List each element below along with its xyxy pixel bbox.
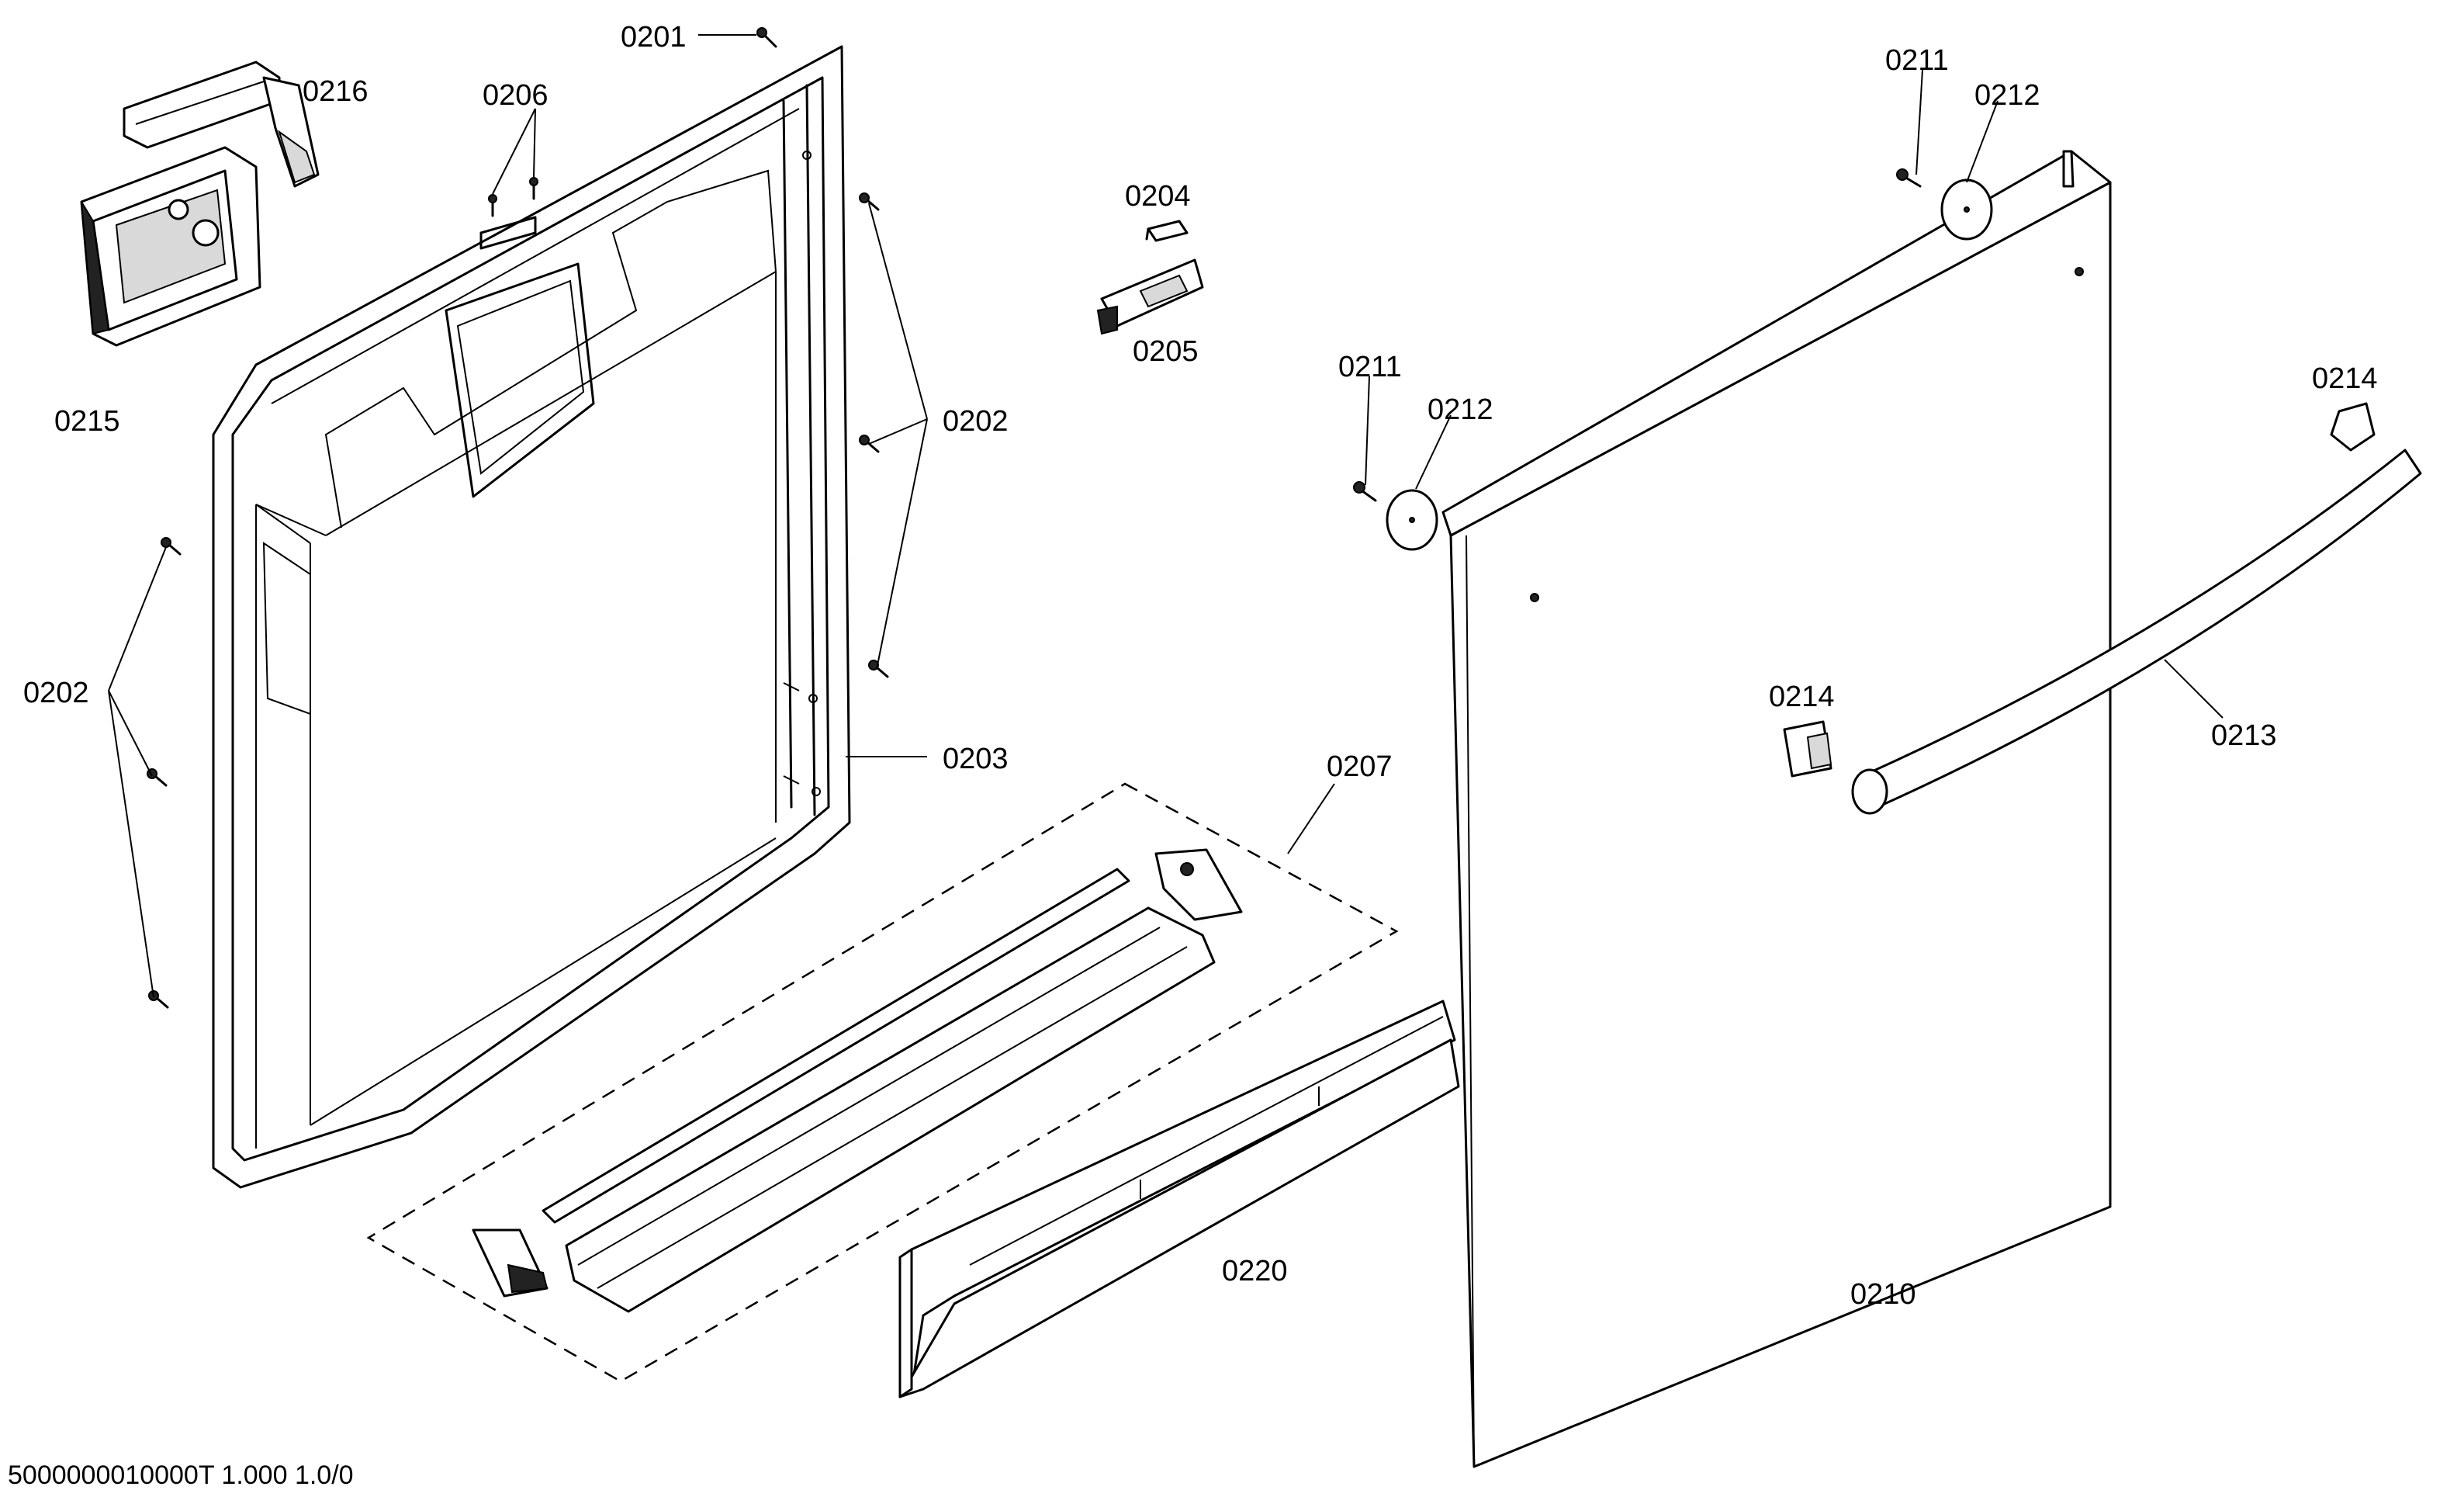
callout-0214-mid: 0214 [1769,681,1835,713]
part-0207-kit [366,782,1399,1383]
callout-0216: 0216 [303,75,369,108]
callout-0212-left: 0212 [1428,393,1493,426]
callout-0215: 0215 [54,405,120,438]
part-0211-0212 [1353,168,1993,551]
footer-code: 5000000010000T 1.000 1.0/0 [8,1461,354,1490]
callout-0220: 0220 [1222,1255,1288,1287]
callout-0202-right: 0202 [943,405,1009,438]
callout-0207: 0207 [1327,750,1393,783]
screw-0202-l3-icon [148,990,169,1009]
part-0203-inner-door [212,45,851,1189]
callout-0202-left: 0202 [23,677,89,709]
callout-0201: 0201 [621,21,687,54]
callout-labels: 0201 0206 0216 0215 0202 0202 0203 0204 … [23,21,2378,1311]
screw-0211-top-icon [1896,168,1922,188]
leader-lines [108,34,2223,998]
callout-0211-top: 0211 [1885,44,1949,77]
part-0213-0214-handle [1783,402,2422,815]
callout-0203: 0203 [943,743,1009,775]
screw-0202-l1-icon [161,537,182,556]
callout-0214-top: 0214 [2312,362,2378,395]
screw-0202-r1-icon [859,192,880,211]
screw-0211-left-icon [1353,481,1377,502]
callout-0205: 0205 [1133,335,1199,368]
part-0204-clip [1145,220,1189,242]
callout-0213: 0213 [2211,719,2277,752]
part-0220-toe-kick [898,1000,1460,1398]
callout-0212-top: 0212 [1974,79,2040,112]
part-0205-latch [1096,258,1204,335]
callout-0204: 0204 [1125,180,1191,213]
part-0215-control-module [80,146,261,347]
screw-0206-a-icon [488,194,497,217]
callout-0211-left: 0211 [1338,351,1402,383]
screw-0206-b-icon [529,177,538,200]
part-0216-bracket [123,61,320,188]
screws [147,27,889,1009]
part-0210-outer-panel [1441,150,2112,1468]
callout-0206: 0206 [483,79,549,112]
screw-0201-icon [756,27,777,48]
callout-0210: 0210 [1850,1278,1916,1311]
